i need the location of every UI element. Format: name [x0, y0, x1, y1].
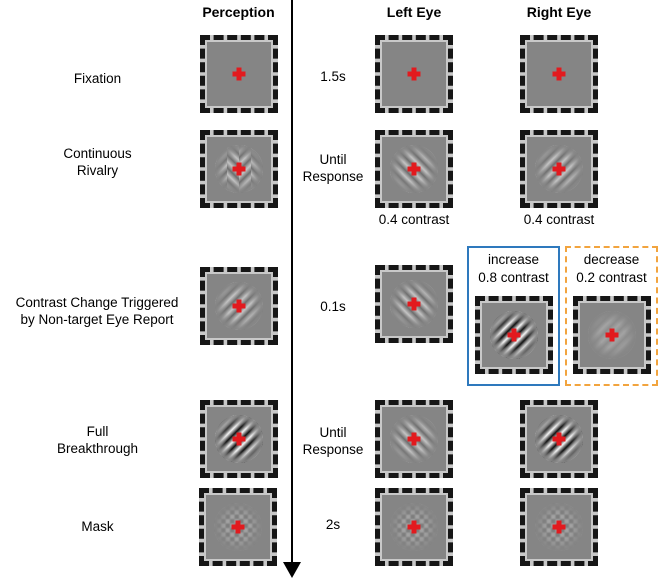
stimulus-fixation-perception: [200, 35, 278, 113]
fixation-cross-icon: [552, 432, 566, 446]
fixation-cross-icon: [232, 299, 246, 313]
stimulus-breakthrough-perception: [200, 400, 278, 478]
stimulus-breakthrough-left-eye: [375, 400, 453, 478]
column-header-right-eye: Right Eye: [526, 4, 592, 20]
stimulus-fixation-left-eye: [375, 35, 453, 113]
fixation-cross-icon: [552, 67, 566, 81]
row-label-continuous-rivalry: Continuous Rivalry: [63, 146, 132, 178]
decrease-condition-label: decrease 0.2 contrast: [576, 252, 647, 285]
fixation-cross-icon: [552, 162, 566, 176]
fixation-cross-icon: [231, 520, 245, 534]
stimulus-fixation-right-eye: [520, 35, 598, 113]
row-label-fixation: Fixation: [73, 71, 122, 86]
duration-continuous-rivalry: Until Response: [302, 152, 364, 184]
stimulus-increase-0.8-contrast: [475, 296, 553, 374]
fixation-cross-icon: [407, 67, 421, 81]
timeline-arrowhead-icon: [283, 562, 301, 578]
fixation-cross-icon: [507, 328, 521, 342]
stimulus-rivalry-left-eye: [375, 130, 453, 208]
stimulus-rivalry-perception: [200, 130, 278, 208]
fixation-cross-icon: [232, 162, 246, 176]
stimulus-contrast-change-perception: [200, 267, 278, 345]
high-contrast-grating: [490, 311, 538, 359]
column-header-left-eye: Left Eye: [386, 4, 442, 20]
timeline-line: [291, 0, 293, 564]
fixation-cross-icon: [232, 67, 246, 81]
column-header-perception: Perception: [202, 4, 275, 20]
stimulus-mask-perception: [199, 488, 277, 566]
duration-mask: 2s: [325, 517, 341, 532]
duration-contrast-change: 0.1s: [320, 299, 346, 314]
duration-full-breakthrough: Until Response: [302, 425, 364, 457]
right-eye-contrast-label: 0.4 contrast: [523, 212, 595, 227]
stimulus-mask-right-eye: [520, 488, 598, 566]
fixation-cross-icon: [605, 328, 619, 342]
increase-condition-label: increase 0.8 contrast: [478, 252, 549, 285]
stimulus-decrease-0.2-contrast: [573, 296, 651, 374]
row-label-mask: Mask: [81, 519, 114, 534]
fixation-cross-icon: [552, 520, 566, 534]
stimulus-contrast-change-left-eye: [375, 265, 453, 343]
fixation-cross-icon: [407, 432, 421, 446]
stimulus-rivalry-right-eye: [520, 130, 598, 208]
high-contrast-grating: [215, 415, 263, 463]
duration-fixation: 1.5s: [320, 69, 346, 84]
left-eye-contrast-label: 0.4 contrast: [378, 212, 450, 227]
decrease-condition-box: decrease 0.2 contrast: [565, 246, 658, 386]
mixed-rivalry-grating: [215, 145, 263, 193]
fixation-cross-icon: [407, 297, 421, 311]
row-label-full-breakthrough: Full Breakthrough: [56, 424, 139, 456]
row-label-contrast-change: Contrast Change Triggered by Non-target …: [15, 295, 179, 327]
fixation-cross-icon: [407, 162, 421, 176]
fixation-cross-icon: [407, 520, 421, 534]
increase-condition-box: increase 0.8 contrast: [467, 246, 560, 386]
fixation-cross-icon: [232, 432, 246, 446]
stimulus-mask-left-eye: [375, 488, 453, 566]
stimulus-breakthrough-right-eye: [520, 400, 598, 478]
